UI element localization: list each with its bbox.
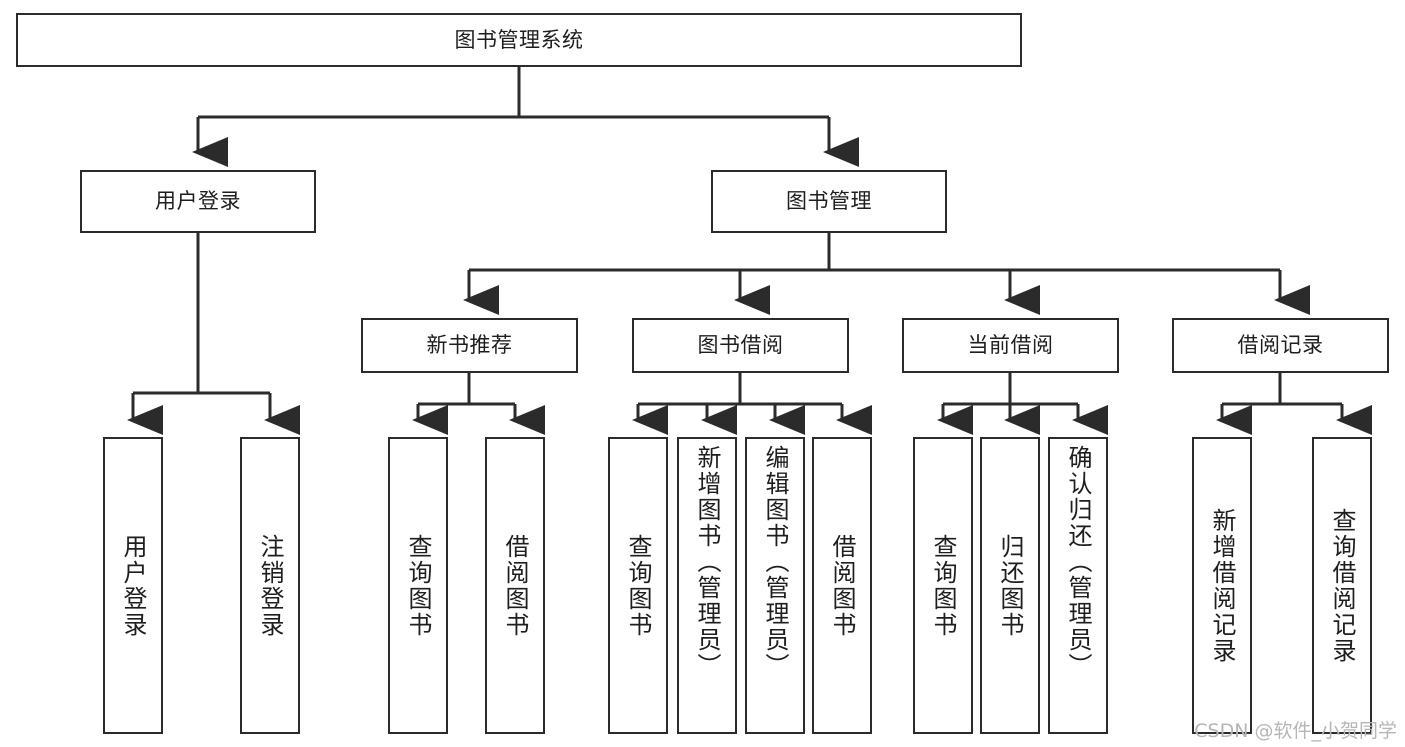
leaf-record-add-record[interactable]: 新增借阅记录 <box>1192 437 1252 734</box>
node-borrow-record[interactable]: 借阅记录 <box>1172 318 1389 373</box>
node-label: 查询图书 <box>624 533 652 638</box>
node-label: 图书管理系统 <box>454 27 584 52</box>
node-label: 用户登录 <box>119 533 147 638</box>
node-current-borrow[interactable]: 当前借阅 <box>902 318 1119 373</box>
node-book-management[interactable]: 图书管理 <box>711 170 947 233</box>
node-label: 借阅记录 <box>1237 333 1324 358</box>
node-label: 编辑图书（管理员） <box>761 445 789 679</box>
node-label: 新增图书（管理员） <box>693 445 721 679</box>
leaf-record-query-record[interactable]: 查询借阅记录 <box>1312 437 1372 734</box>
leaf-borrow-borrow-book[interactable]: 借阅图书 <box>812 437 872 734</box>
leaf-current-confirm-return-admin[interactable]: 确认归还（管理员） <box>1048 437 1108 734</box>
leaf-recommend-query-book[interactable]: 查询图书 <box>388 437 448 734</box>
node-new-book-recommend[interactable]: 新书推荐 <box>361 318 578 373</box>
node-label: 查询借阅记录 <box>1328 507 1356 664</box>
node-label: 新增借阅记录 <box>1208 507 1236 664</box>
leaf-user-login-logout[interactable]: 注销登录 <box>240 437 300 734</box>
leaf-borrow-edit-book-admin[interactable]: 编辑图书（管理员） <box>745 437 805 734</box>
node-book-borrow[interactable]: 图书借阅 <box>632 318 849 373</box>
node-label: 借阅图书 <box>501 533 529 638</box>
node-user-login[interactable]: 用户登录 <box>80 170 316 233</box>
node-label: 归还图书 <box>996 533 1024 638</box>
leaf-user-login-login[interactable]: 用户登录 <box>103 437 163 734</box>
node-label: 图书借阅 <box>697 333 784 358</box>
node-root-system[interactable]: 图书管理系统 <box>16 13 1022 67</box>
node-label: 注销登录 <box>256 533 284 638</box>
leaf-current-return-book[interactable]: 归还图书 <box>980 437 1040 734</box>
leaf-borrow-add-book-admin[interactable]: 新增图书（管理员） <box>677 437 737 734</box>
leaf-current-query-book[interactable]: 查询图书 <box>913 437 973 734</box>
csdn-watermark: CSDN @软件_小贺同学 <box>1194 720 1397 742</box>
leaf-borrow-query-book[interactable]: 查询图书 <box>608 437 668 734</box>
node-label: 确认归还（管理员） <box>1064 445 1092 679</box>
node-label: 当前借阅 <box>967 333 1054 358</box>
node-label: 用户登录 <box>155 189 241 214</box>
leaf-recommend-borrow-book[interactable]: 借阅图书 <box>485 437 545 734</box>
node-label: 图书管理 <box>786 189 872 214</box>
node-label: 查询图书 <box>404 533 432 638</box>
node-label: 查询图书 <box>929 533 957 638</box>
node-label: 新书推荐 <box>426 333 513 358</box>
node-label: 借阅图书 <box>828 533 856 638</box>
